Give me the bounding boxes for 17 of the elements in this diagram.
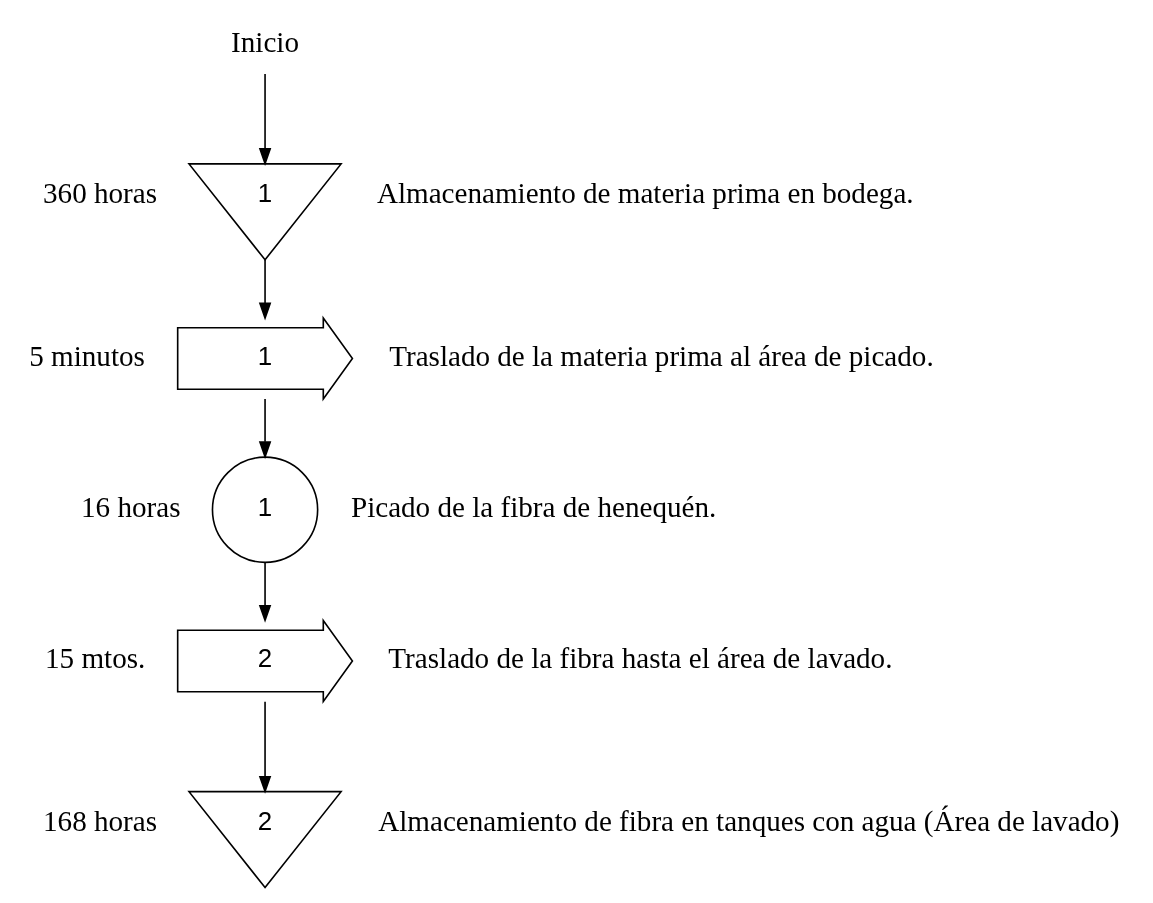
node-label: 15 mtos. <box>45 642 146 675</box>
arrow <box>258 398 272 460</box>
node-label: 5 minutos <box>29 339 145 372</box>
node-label: 16 horas <box>81 490 181 523</box>
node-label: Traslado de la materia prima al área de picado. <box>389 339 934 372</box>
arrow <box>258 73 272 166</box>
node-label: 168 horas <box>43 804 158 837</box>
arrow <box>258 561 272 623</box>
arrow <box>258 700 272 794</box>
node-label: Almacenamiento de fibra en tanques con agua (Área de lavado) <box>378 804 1120 837</box>
node-circle: 1 <box>211 456 319 564</box>
node-label: Almacenamiento de materia prima en bodega. <box>376 176 914 209</box>
node-label: Picado de la fibra de henequén. <box>350 490 717 523</box>
node-label: Traslado de la fibra hasta el área de lavado. <box>388 642 893 675</box>
node-text: Inicio <box>231 25 299 58</box>
node-label: 360 horas <box>43 176 158 209</box>
arrow <box>258 259 272 321</box>
